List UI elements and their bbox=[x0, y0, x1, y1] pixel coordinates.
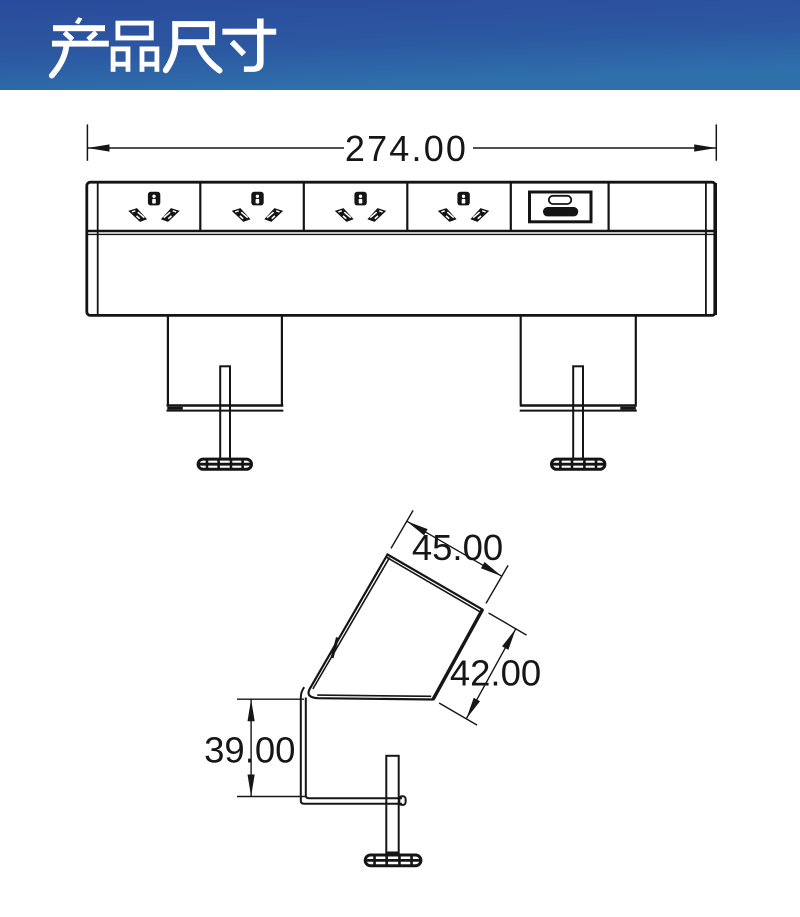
svg-text:45.00: 45.00 bbox=[412, 527, 503, 568]
svg-text:274.00: 274.00 bbox=[345, 128, 468, 169]
svg-text:42.00: 42.00 bbox=[450, 653, 541, 694]
svg-text:39.00: 39.00 bbox=[204, 729, 295, 770]
